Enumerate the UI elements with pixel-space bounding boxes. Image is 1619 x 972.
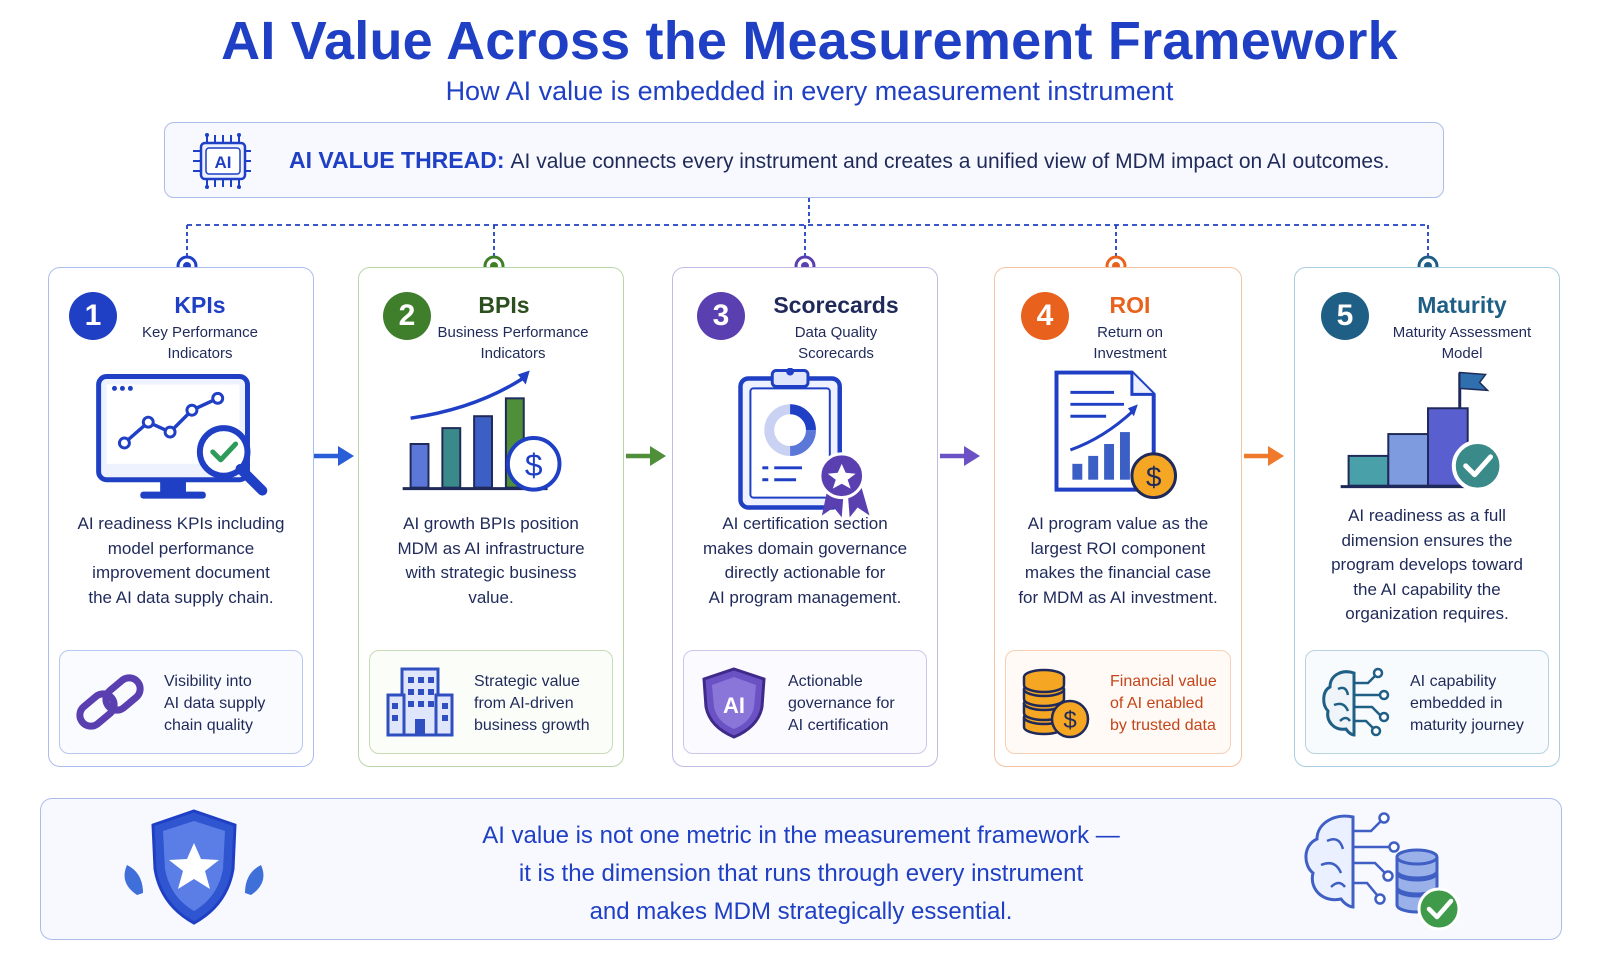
thread-description: AI value connects every instrument and c… — [510, 150, 1390, 173]
ai-value-thread-banner: AI AI VALUE THREAD:AI value connects eve… — [164, 122, 1444, 198]
thread-text: AI VALUE THREAD:AI value connects every … — [289, 147, 1389, 174]
report-dollar-icon: $ — [1054, 370, 1178, 500]
circuit-brain-icon — [1322, 667, 1390, 737]
card-number: 4 — [1021, 292, 1069, 340]
card-number: 3 — [697, 292, 745, 340]
arrow-right-icon — [940, 446, 980, 466]
office-building-icon — [386, 667, 454, 737]
steps-flag-check-icon — [1340, 371, 1504, 492]
svg-text:$: $ — [1063, 707, 1076, 734]
star-shield-icon — [124, 809, 264, 925]
svg-text:$: $ — [525, 447, 543, 483]
growth-chart-dollar-icon: $ — [402, 370, 562, 492]
chip-label: AI — [215, 153, 232, 172]
page-subtitle: How AI value is embedded in every measur… — [445, 76, 1174, 106]
ai-shield-label: AI — [723, 693, 745, 718]
clipboard-badge-icon — [738, 368, 870, 518]
card-title: BPIs — [478, 292, 530, 318]
card-number: 5 — [1321, 292, 1369, 340]
page-title: AI Value Across the Measurement Framewor… — [221, 11, 1398, 71]
card-title: Maturity — [1417, 292, 1507, 318]
ai-chip-icon: AI — [193, 133, 251, 189]
chain-link-icon — [76, 674, 144, 730]
card-number: 1 — [69, 292, 117, 340]
card-title: KPIs — [174, 292, 226, 318]
summary-banner: AI value is not one metric in the measur… — [40, 798, 1562, 940]
card-number: 2 — [383, 292, 431, 340]
arrow-right-icon — [626, 446, 666, 466]
brain-database-check-icon — [1304, 812, 1461, 931]
card-title: ROI — [1109, 292, 1151, 318]
coin-stack-icon: $ — [1022, 668, 1090, 739]
summary-message: AI value is not one metric in the measur… — [482, 822, 1120, 925]
ai-shield-icon: AI — [702, 667, 766, 739]
thread-label: AI VALUE THREAD: — [289, 147, 505, 173]
arrow-right-icon — [1244, 446, 1284, 466]
monitor-chart-icon — [96, 374, 268, 499]
svg-text:$: $ — [1146, 462, 1161, 493]
card-title: Scorecards — [773, 292, 899, 318]
arrow-right-icon — [314, 446, 354, 466]
